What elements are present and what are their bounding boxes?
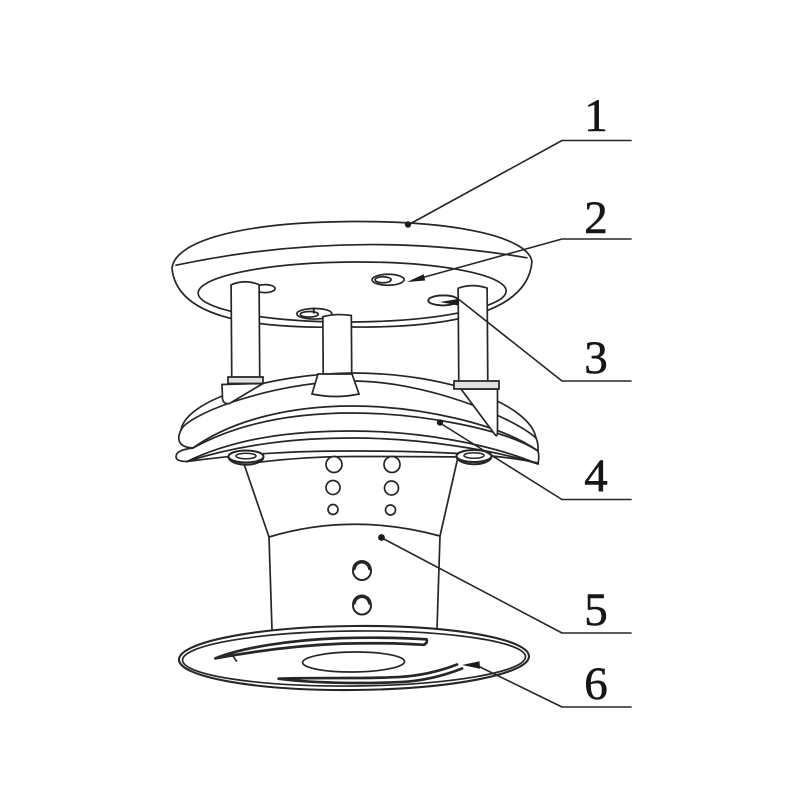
svg-text:6: 6 (584, 658, 608, 710)
svg-text:3: 3 (584, 332, 608, 384)
svg-text:5: 5 (584, 584, 608, 636)
svg-text:1: 1 (584, 90, 608, 142)
svg-text:2: 2 (584, 192, 608, 244)
svg-text:4: 4 (584, 450, 608, 502)
